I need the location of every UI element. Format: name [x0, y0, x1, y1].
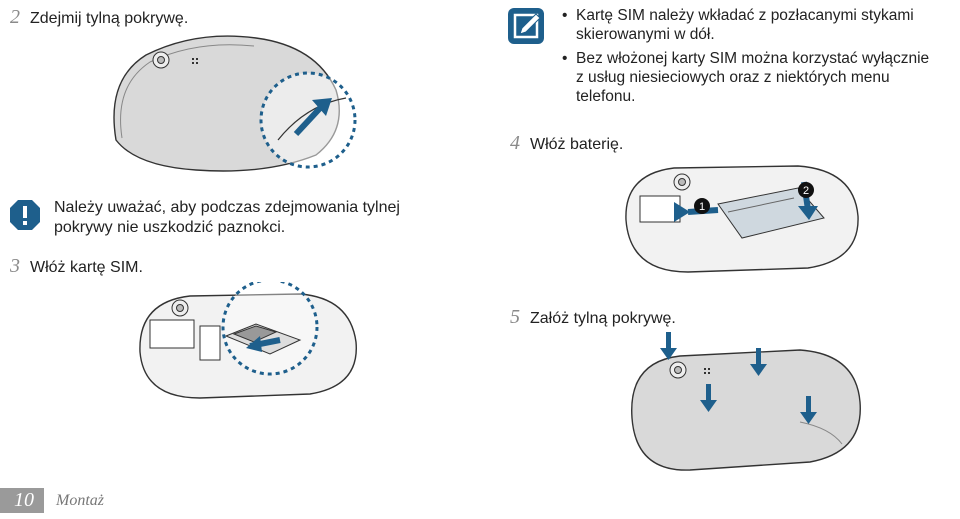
- step-number: 4: [510, 132, 520, 154]
- step-text: Zdejmij tylną pokrywę.: [30, 10, 189, 27]
- page-footer: 10 Montaż: [0, 488, 104, 513]
- callout-1-badge: [694, 198, 710, 214]
- callout-2-label: 2: [803, 185, 809, 197]
- step-5: 5 Załóż tylną pokrywę.: [510, 306, 676, 329]
- step-2: 2 Zdejmij tylną pokrywę.: [10, 6, 188, 29]
- note-line: z usług niesieciowych oraz z niektórych …: [576, 69, 890, 86]
- warning-line: Należy uważać, aby podczas zdejmowania t…: [54, 199, 400, 216]
- step-text: Włóż kartę SIM.: [30, 259, 143, 276]
- callout-1-label: 1: [699, 201, 705, 213]
- step-4: 4 Włóż baterię.: [510, 132, 623, 155]
- step-number: 5: [510, 306, 520, 328]
- page-number: 10: [0, 488, 44, 513]
- step-number: 2: [10, 6, 20, 28]
- step-text: Włóż baterię.: [530, 136, 624, 153]
- note-bullet: Bez włożonej karty SIM można korzystać w…: [560, 49, 929, 106]
- step-3: 3 Włóż kartę SIM.: [10, 255, 143, 278]
- step-text: Załóż tylną pokrywę.: [530, 310, 676, 327]
- insert-battery-illustration: 1 2: [625, 165, 859, 273]
- note-pencil-icon: [508, 8, 544, 44]
- remove-cover-illustration: [113, 35, 357, 172]
- note-block: Kartę SIM należy wkładać z pozłacanymi s…: [506, 6, 929, 111]
- note-bullets: Kartę SIM należy wkładać z pozłacanymi s…: [560, 6, 929, 111]
- callout-2-badge: [798, 182, 814, 198]
- attach-cover-illustration: [631, 332, 861, 471]
- step-number: 3: [10, 255, 20, 277]
- note-line: skierowanymi w dół.: [576, 26, 715, 43]
- warning-text: Należy uważać, aby podczas zdejmowania t…: [54, 198, 400, 238]
- warning-line: pokrywy nie uszkodzić paznokci.: [54, 219, 286, 236]
- note-line: Bez włożonej karty SIM można korzystać w…: [576, 50, 930, 67]
- note-bullet: Kartę SIM należy wkładać z pozłacanymi s…: [560, 6, 929, 44]
- insert-sim-illustration: [139, 282, 357, 399]
- warning-block: Należy uważać, aby podczas zdejmowania t…: [8, 198, 400, 238]
- note-line: Kartę SIM należy wkładać z pozłacanymi s…: [576, 7, 914, 24]
- note-line: telefonu.: [576, 88, 636, 105]
- section-name: Montaż: [56, 491, 104, 509]
- caution-icon: [10, 200, 40, 230]
